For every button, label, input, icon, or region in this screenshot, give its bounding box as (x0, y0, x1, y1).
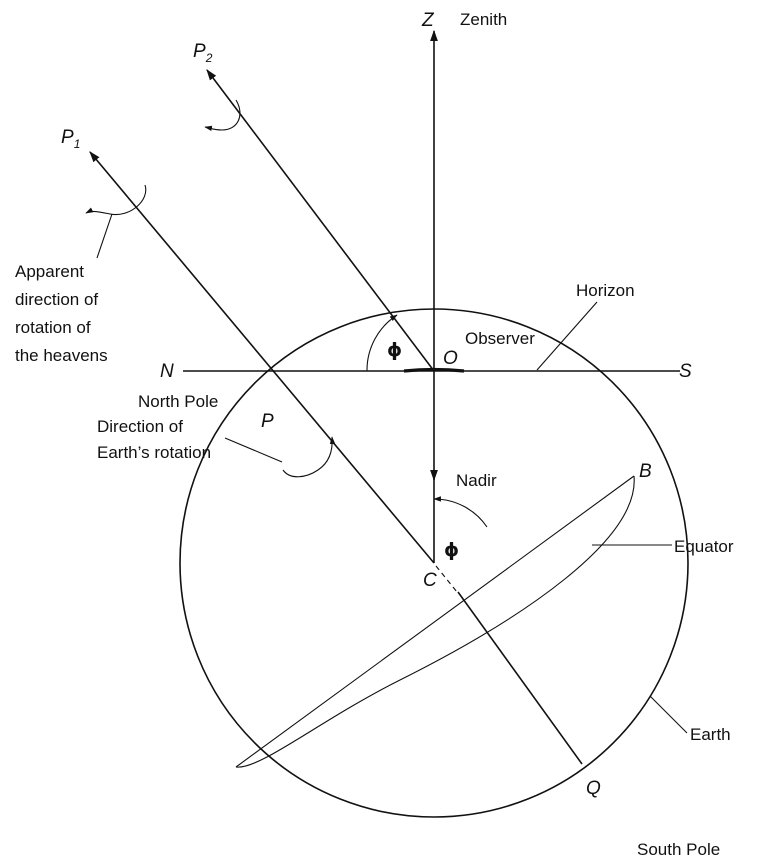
apparent-leader (96, 213, 113, 259)
q-label: Q (586, 778, 601, 799)
horizon-leader (536, 301, 598, 371)
p1-axis-hidden (435, 565, 458, 593)
direction-leader (224, 437, 283, 463)
p-label: P (261, 411, 274, 432)
s-label: S (679, 361, 692, 382)
apparent-line-1: Apparent (15, 262, 84, 281)
p1-label: P1 (61, 127, 80, 151)
nadir-label: Nadir (456, 471, 497, 490)
phi-center-label: ϕ (444, 539, 459, 561)
south-pole-label: South Pole (637, 840, 720, 859)
z-label: Z (421, 10, 435, 31)
earth-leader (649, 695, 688, 734)
observer-label: Observer (465, 329, 535, 348)
o-label: O (443, 348, 458, 369)
equator-lower-edge (235, 475, 635, 768)
apparent-line-3: rotation of (15, 318, 91, 337)
p2-rotation-arrow (204, 99, 241, 132)
apparent-line-4: the heavens (15, 346, 108, 365)
horizon-label: Horizon (576, 281, 635, 300)
earth-label: Earth (690, 725, 731, 744)
zenith-label: Zenith (460, 10, 507, 29)
c-label: C (423, 570, 437, 591)
phi-top-label: ϕ (387, 339, 402, 361)
n-label: N (160, 361, 174, 382)
equator-upper-edge (235, 475, 635, 768)
apparent-line-2: direction of (15, 290, 98, 309)
p2-label: P2 (193, 41, 213, 65)
phi-arc-center (433, 496, 488, 528)
p1-axis-lower (457, 591, 583, 765)
p1-rotation-arrow (85, 184, 147, 216)
earth-rotation-arrow (282, 436, 336, 478)
p1-axis (89, 151, 435, 564)
equator-label: Equator (674, 537, 734, 556)
direction-line-1: Direction of (97, 417, 183, 436)
b-label: B (639, 461, 652, 482)
direction-line-2: Earth’s rotation (97, 443, 211, 462)
p2-axis (206, 69, 435, 372)
phi-arc-top (366, 314, 398, 372)
north-pole-label: North Pole (138, 392, 218, 411)
